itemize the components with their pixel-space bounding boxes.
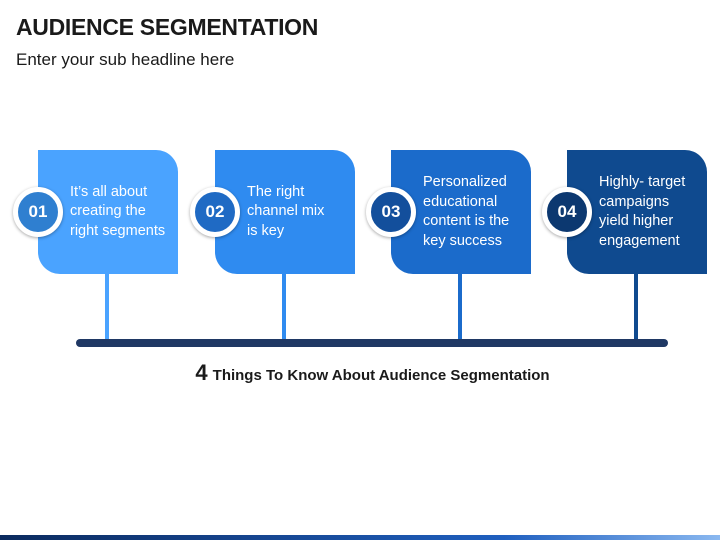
step-3-text: Personalized educational content is the … [423, 174, 510, 249]
step-1-badge: 01 [13, 187, 63, 237]
step-4-text: Highly- target campaigns yield higher en… [599, 174, 686, 249]
step-3-badge: 03 [366, 187, 416, 237]
caption-text: Things To Know About Audience Segmentati… [212, 367, 550, 384]
step-3-connector [458, 274, 462, 340]
caption-number: 4 [195, 360, 208, 385]
page-subtitle: Enter your sub headline here [16, 50, 235, 69]
step-4-badge: 04 [542, 187, 592, 237]
page-title: AUDIENCE SEGMENTATION [16, 14, 319, 40]
footer-bar [0, 535, 720, 540]
step-2-badge: 02 [190, 187, 240, 237]
timeline-bar [76, 339, 668, 347]
step-1-card: It’s all about creating the right segmen… [38, 150, 178, 274]
step-2-connector [282, 274, 286, 340]
step-2-text: The right channel mix is key [247, 183, 325, 239]
step-2-card: The right channel mix is key [215, 150, 355, 274]
step-1-text: It’s all about creating the right segmen… [70, 183, 166, 239]
step-4-connector [634, 274, 638, 340]
step-1-connector [105, 274, 109, 340]
